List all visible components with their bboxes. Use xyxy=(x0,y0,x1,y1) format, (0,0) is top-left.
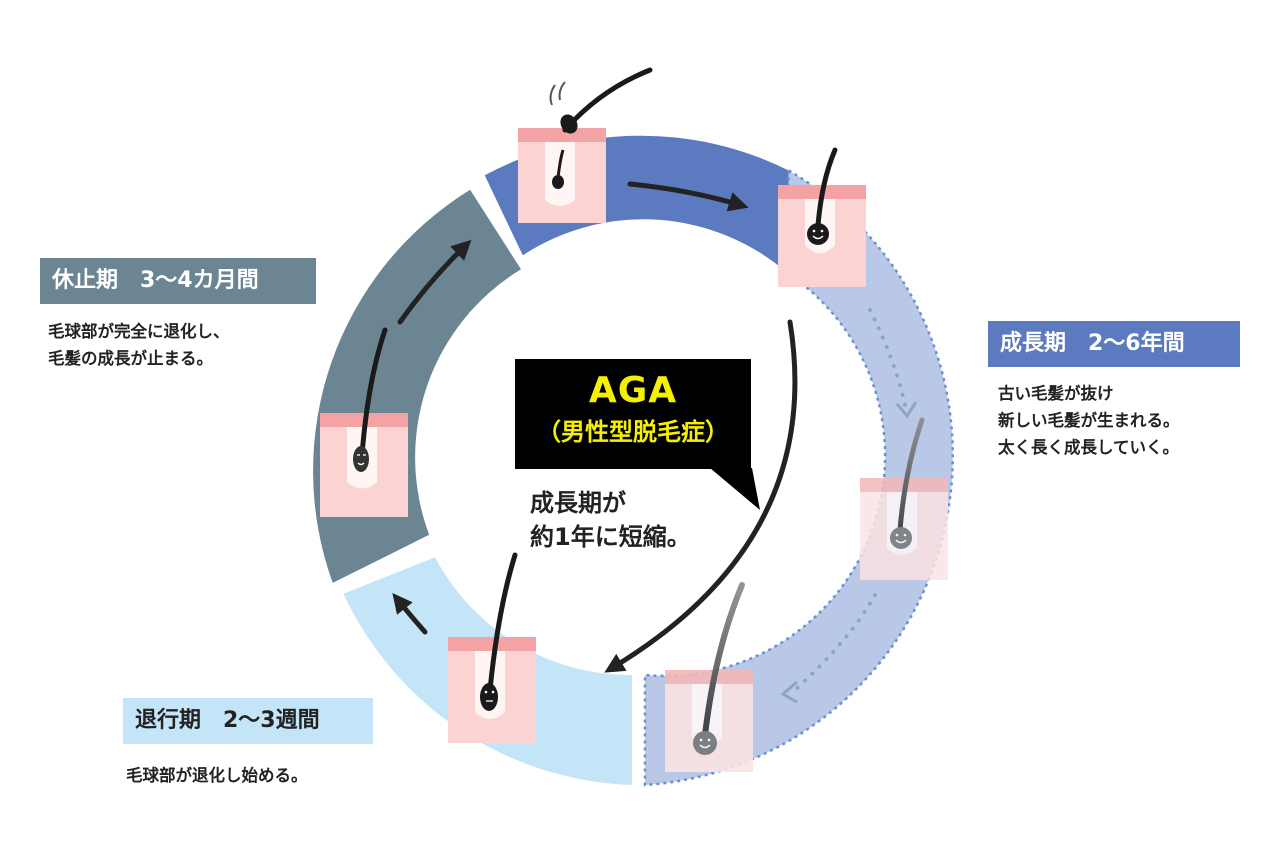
telogen-desc-line: 毛髪の成長が止まる。 xyxy=(48,349,213,368)
follicle-anagen xyxy=(778,147,866,287)
arrow-left xyxy=(397,239,472,325)
aga-callout-tail xyxy=(710,468,760,510)
aga-note-line: 成長期が xyxy=(530,489,626,517)
arrow-aga-shortcut xyxy=(604,319,798,673)
telogen-description: 毛球部が完全に退化し、 毛髪の成長が止まる。 xyxy=(48,318,230,372)
catagen-desc-line: 毛球部が退化し始める。 xyxy=(126,766,308,785)
anagen-desc-line: 太く長く成長していく。 xyxy=(998,438,1180,457)
cycle-arrows xyxy=(392,181,798,673)
anagen-desc-line: 新しい毛髪が生まれる。 xyxy=(998,411,1180,430)
telogen-label: 休止期 3〜4カ月間 xyxy=(40,258,316,304)
catagen-label: 退行期 2〜3週間 xyxy=(123,698,373,744)
follicle-anagen-late-2 xyxy=(665,582,753,772)
dotted-progress-arrows xyxy=(793,308,907,692)
aga-note-line: 約1年に短縮。 xyxy=(530,523,691,551)
dotted-arrowheads xyxy=(780,401,918,704)
telogen-desc-line: 毛球部が完全に退化し、 xyxy=(48,322,230,341)
aga-callout: AGA （男性型脱毛症） xyxy=(515,359,751,469)
follicle-anagen-late-1 xyxy=(860,417,948,580)
ring-telogen xyxy=(313,189,521,583)
catagen-description: 毛球部が退化し始める。 xyxy=(126,762,308,789)
follicle-telogen xyxy=(320,327,408,517)
aga-subtitle: （男性型脱毛症） xyxy=(537,418,729,446)
anagen-label: 成長期 2〜6年間 xyxy=(988,321,1240,367)
arrow-bottom-left xyxy=(392,592,428,635)
follicle-catagen xyxy=(448,552,536,743)
aga-note: 成長期が 約1年に短縮。 xyxy=(530,486,691,554)
aga-title: AGA xyxy=(588,370,678,411)
ring-anagen-late xyxy=(643,168,955,787)
anagen-description: 古い毛髪が抜け 新しい毛髪が生まれる。 太く長く成長していく。 xyxy=(998,380,1180,461)
arrow-top xyxy=(627,181,749,212)
follicle-anagen-start xyxy=(518,67,653,223)
anagen-desc-line: 古い毛髪が抜け xyxy=(998,384,1114,403)
